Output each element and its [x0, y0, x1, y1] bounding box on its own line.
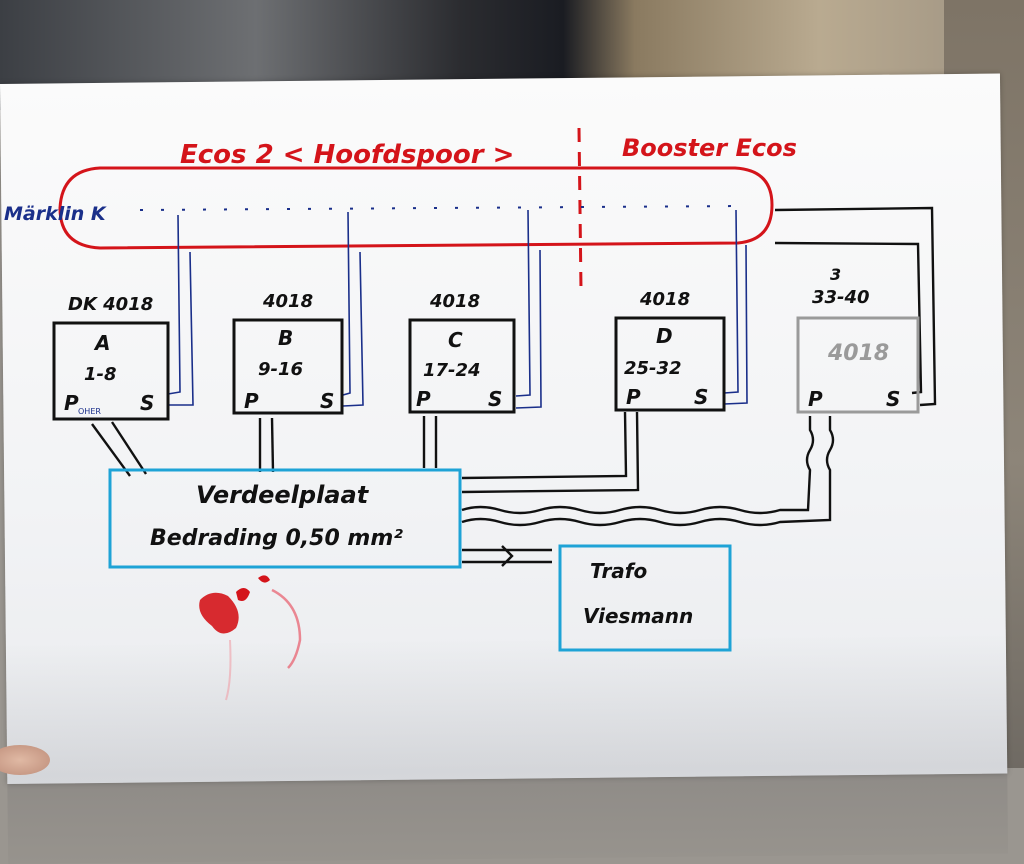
distribution-subtitle: Bedrading 0,50 mm²: [150, 526, 403, 551]
transformer-brand: Viesmann: [583, 604, 693, 628]
decoder-d: 4018 D 25-32 P S: [614, 289, 726, 412]
decoder-letter: D: [656, 324, 673, 348]
decoder-p-terminal: P: [626, 385, 641, 409]
ink-splatter: [199, 575, 302, 701]
decoder-letter: C: [448, 328, 463, 352]
decoder-top-label: 33-40: [812, 287, 870, 308]
header-right-label: Booster Ecos: [622, 134, 797, 162]
track-rail: [139, 205, 741, 211]
decoder-top-label: 4018: [262, 291, 313, 312]
decoder-b: 4018 B 9-16 P S: [232, 291, 344, 415]
decoder-s-terminal: S: [320, 389, 334, 413]
wiring-diagram: Ecos 2 < Hoofdspoor > Booster Ecos Märkl…: [4, 127, 937, 701]
distribution-title: Verdeelplaat: [196, 481, 370, 509]
decoder-p-terminal: P: [416, 387, 431, 411]
transformer-box: Trafo Viesmann: [558, 544, 732, 652]
section-divider: [577, 127, 583, 291]
decoder-s-terminal: S: [140, 391, 154, 415]
decoder-range: 9-16: [258, 359, 303, 380]
decoder-range: 1-8: [84, 364, 117, 385]
distribution-board: Verdeelplaat Bedrading 0,50 mm²: [108, 468, 462, 569]
decoder-booster: 3 33-40 4018 P S: [796, 265, 920, 414]
decoder-top-label: DK 4018: [68, 294, 153, 315]
decoder-range: 25-32: [624, 358, 682, 379]
decoder-p-sub: OHER: [78, 407, 101, 416]
decoder-c: 4018 C 17-24 P S: [408, 291, 516, 414]
decoder-a: DK 4018 A 1-8 P OHER S: [52, 294, 170, 421]
decoder-p-terminal: P: [808, 387, 823, 411]
track-label: Märklin K: [4, 203, 107, 225]
decoder-top-label: 4018: [639, 289, 690, 310]
decoder-p-terminal: P: [244, 389, 259, 413]
decoder-s-terminal: S: [694, 385, 708, 409]
decoder-p-terminal: P: [64, 391, 79, 415]
track-loop: [58, 166, 774, 250]
decoder-letter: B: [278, 326, 293, 350]
decoder-letter: 4018: [827, 341, 889, 366]
decoder-s-terminal: S: [488, 387, 502, 411]
decoder-top-label: 4018: [429, 291, 480, 312]
header-left-label: Ecos 2 < Hoofdspoor >: [180, 140, 514, 170]
power-wires: [91, 411, 835, 567]
decoder-range: 17-24: [423, 360, 481, 381]
decoder-s-terminal: S: [886, 387, 900, 411]
transformer-title: Trafo: [590, 559, 648, 583]
decoder-letter: A: [93, 331, 110, 355]
feeder-wires: [167, 209, 748, 409]
decoder-top-mark: 3: [830, 265, 841, 284]
